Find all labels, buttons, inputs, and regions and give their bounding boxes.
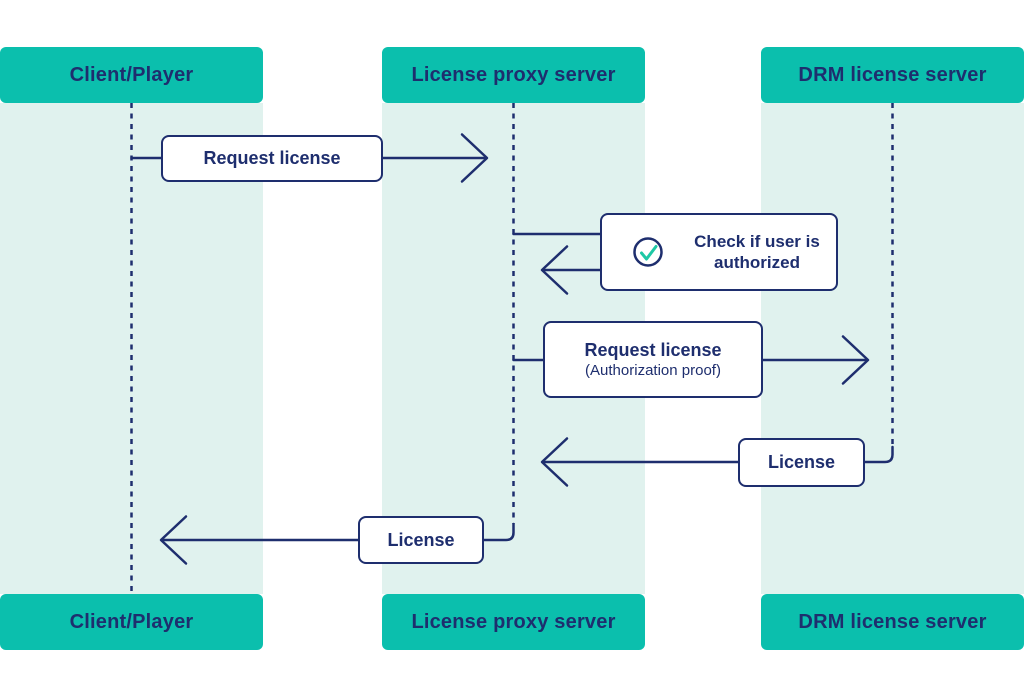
actor-header-bottom-proxy: License proxy server bbox=[382, 594, 645, 650]
actor-label: License proxy server bbox=[411, 63, 616, 86]
actor-header-bottom-client: Client/Player bbox=[0, 594, 263, 650]
actor-header-bottom-drm: DRM license server bbox=[761, 594, 1024, 650]
actor-label: Client/Player bbox=[69, 63, 194, 86]
check-circle-icon bbox=[633, 237, 663, 267]
actor-label: Client/Player bbox=[69, 610, 194, 633]
actor-header-top-drm: DRM license server bbox=[761, 47, 1024, 103]
actor-label: DRM license server bbox=[798, 63, 987, 86]
message-box-license-from-drm: License bbox=[738, 438, 865, 487]
message-label: Check if user is authorized bbox=[694, 231, 820, 272]
message-box-request-license-1: Request license bbox=[161, 135, 383, 182]
message-box-license-to-client: License bbox=[358, 516, 484, 564]
actor-header-top-proxy: License proxy server bbox=[382, 47, 645, 103]
message-box-request-license-2: Request license (Authorization proof) bbox=[543, 321, 763, 398]
message-label: Request license bbox=[203, 148, 341, 169]
actor-header-top-client: Client/Player bbox=[0, 47, 263, 103]
message-sublabel: (Authorization proof) bbox=[585, 362, 721, 379]
message-box-check-authorized: Check if user is authorized bbox=[600, 213, 838, 291]
actor-label: License proxy server bbox=[411, 610, 616, 633]
lane-drm-server bbox=[761, 103, 1024, 594]
message-label: License bbox=[767, 452, 836, 473]
actor-label: DRM license server bbox=[798, 610, 987, 633]
message-label: License bbox=[387, 529, 455, 550]
message-label: Request license bbox=[584, 339, 722, 360]
